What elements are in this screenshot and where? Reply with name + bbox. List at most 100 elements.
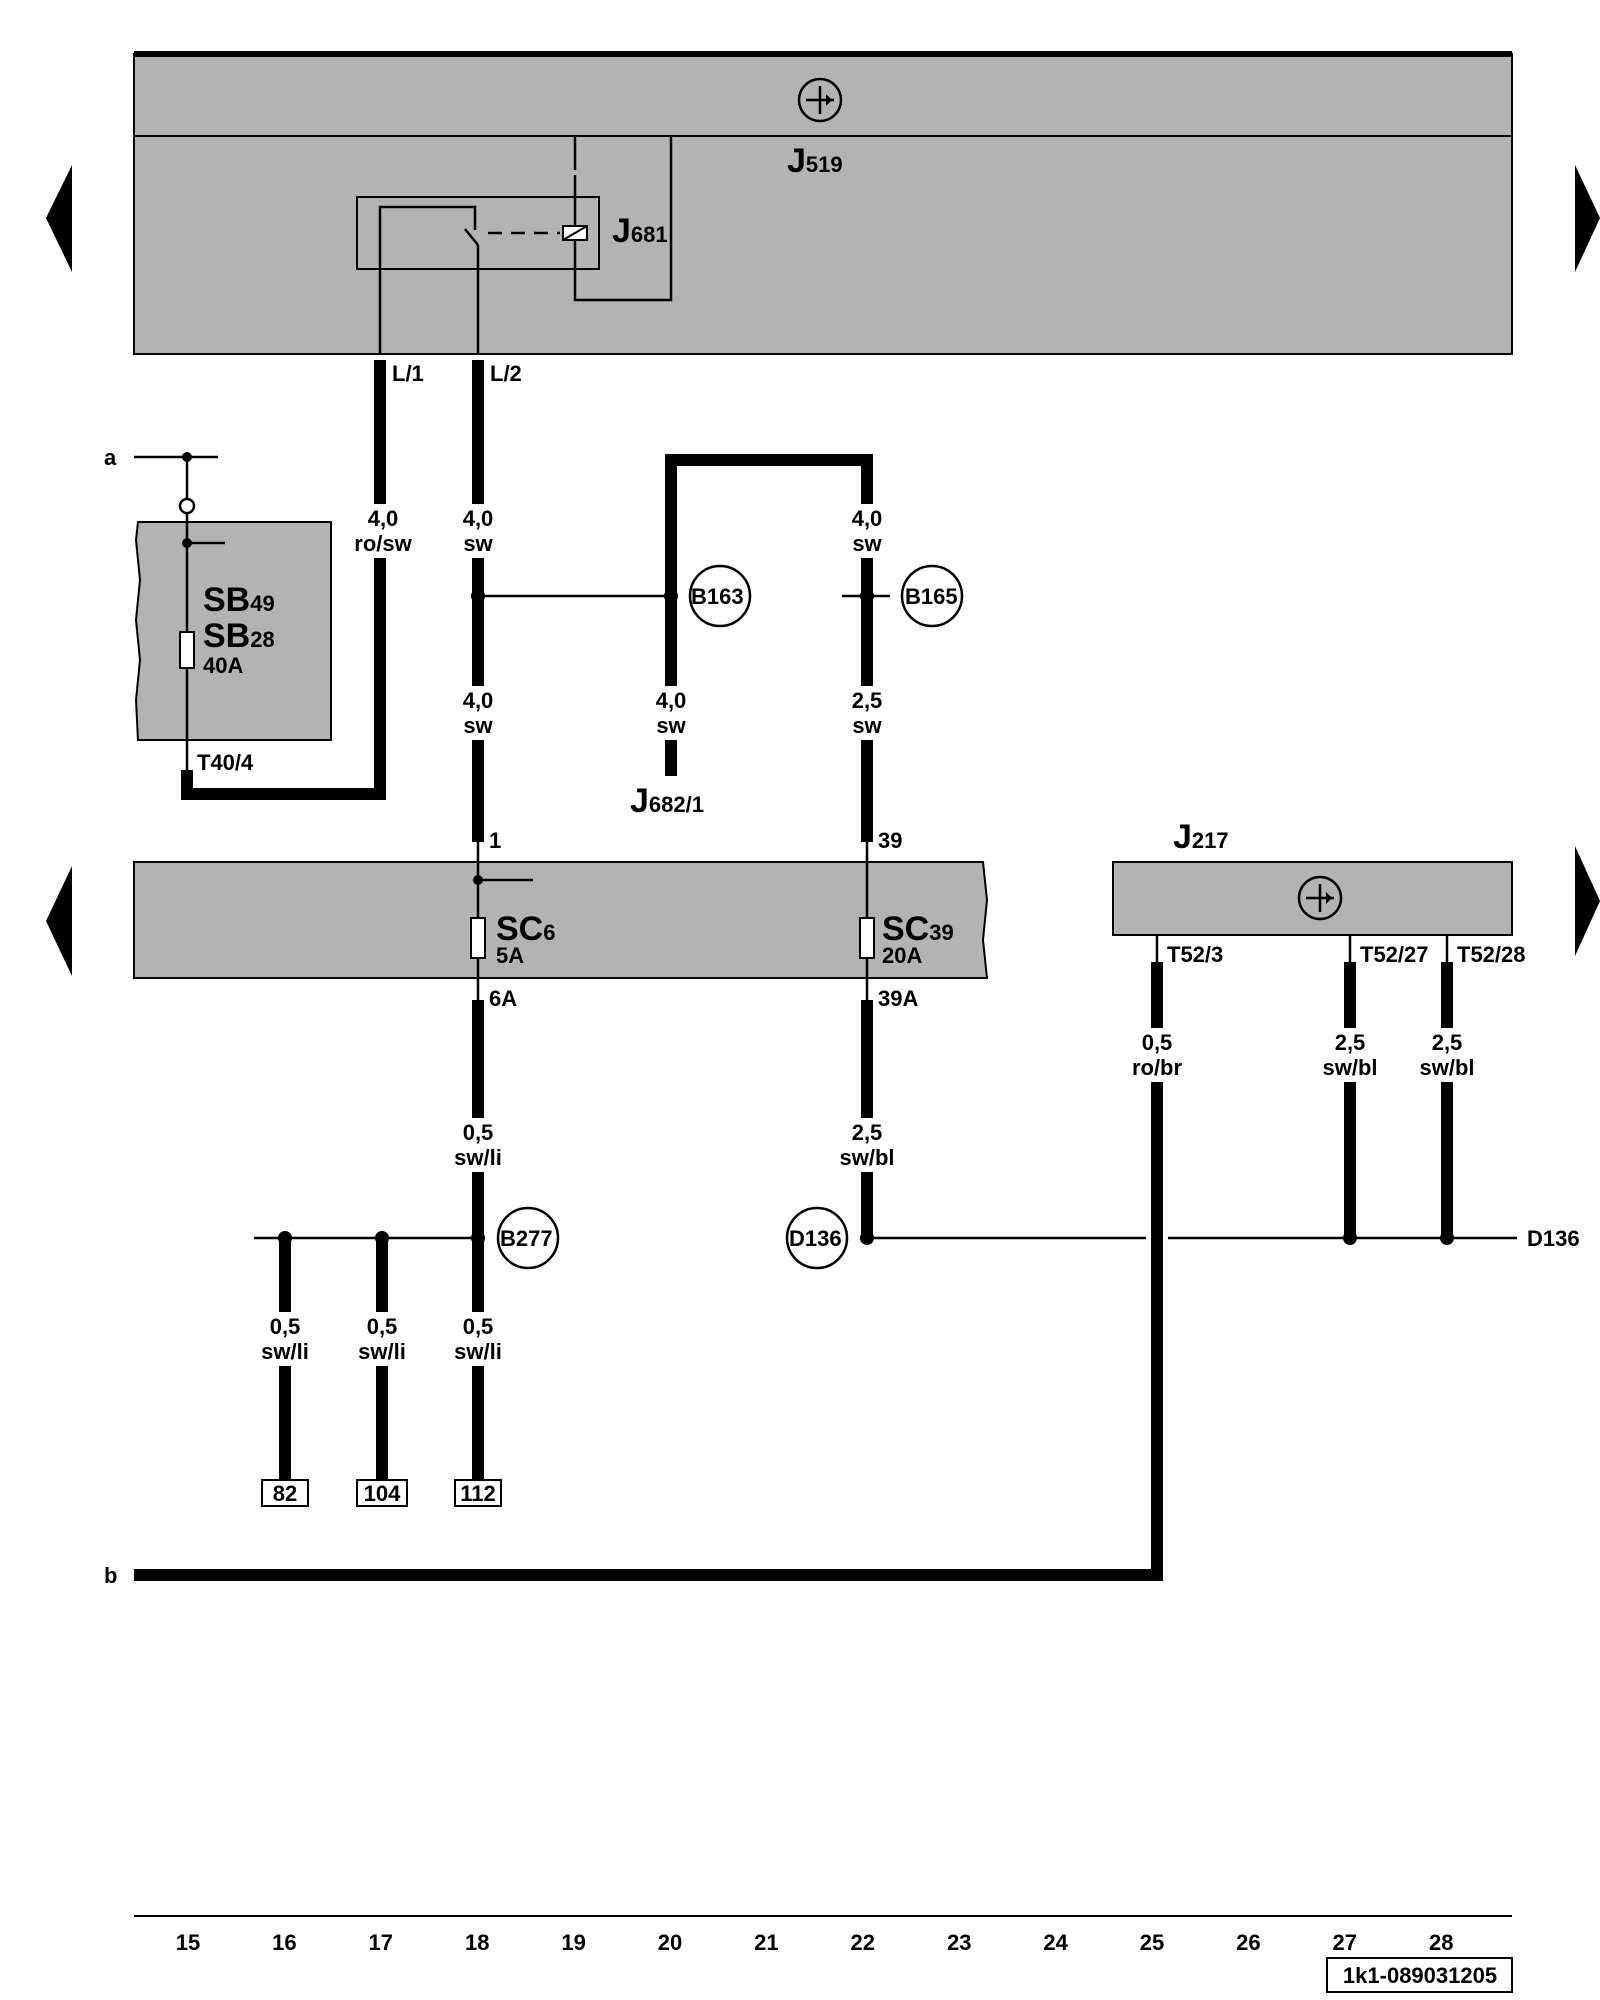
j681-label: J681	[612, 212, 668, 250]
svg-text:4,0: 4,0	[463, 506, 494, 531]
connector-l2: L/2	[490, 361, 522, 386]
ref-box-104	[356, 1479, 408, 1507]
junction-b277-label: B277	[500, 1226, 553, 1251]
grid-number-23: 23	[947, 1930, 971, 1955]
svg-text:sw/li: sw/li	[454, 1145, 502, 1170]
svg-text:sw/bl: sw/bl	[839, 1145, 894, 1170]
grid-number-15: 15	[176, 1930, 200, 1955]
grid-number-19: 19	[561, 1930, 585, 1955]
sc39-rating: 20A	[882, 943, 922, 968]
sc6-label: SC6	[496, 910, 555, 948]
grid-number-18: 18	[465, 1930, 489, 1955]
svg-text:ro/br: ro/br	[1132, 1055, 1183, 1080]
junction-d136	[785, 1206, 849, 1270]
svg-text:2,5: 2,5	[1335, 1030, 1366, 1055]
svg-text:sw/bl: sw/bl	[1322, 1055, 1377, 1080]
svg-text:4,0: 4,0	[368, 506, 399, 531]
svg-text:sw: sw	[852, 713, 882, 738]
grid-number-27: 27	[1333, 1930, 1357, 1955]
svg-text:2,5: 2,5	[1432, 1030, 1463, 1055]
junction-b165	[900, 564, 964, 628]
grid-number-16: 16	[272, 1930, 296, 1955]
junction-b277	[496, 1206, 560, 1270]
sb49-label: SB49	[203, 581, 275, 619]
svg-text:sw: sw	[656, 713, 686, 738]
svg-text:ro/sw: ro/sw	[354, 531, 412, 556]
svg-text:sw/li: sw/li	[358, 1339, 406, 1364]
svg-text:sw: sw	[463, 531, 493, 556]
offpage-a: a	[104, 445, 117, 470]
doc-code: 1k1-089031205	[1343, 1963, 1497, 1988]
svg-text:4,0: 4,0	[852, 506, 883, 531]
wire-ro-sw	[181, 360, 386, 800]
connector-l1: L/1	[392, 361, 424, 386]
wire-label-group: 4,0 ro/sw 4,0 sw 4,0 sw 4,0 sw 4,0 sw 2,…	[346, 504, 897, 740]
sc39-label: SC39	[882, 910, 954, 948]
doc-code-box	[1326, 1957, 1513, 1993]
electronic-symbol-icon	[797, 77, 843, 123]
grid-number-20: 20	[658, 1930, 682, 1955]
fuse-sc6-icon	[470, 917, 486, 959]
j682-label: J682/1	[630, 782, 704, 820]
svg-text:0,5: 0,5	[463, 1120, 494, 1145]
ref-82: 82	[273, 1481, 297, 1506]
junction-b163-label: B163	[691, 584, 744, 609]
connector-t40-4: T40/4	[197, 750, 254, 775]
offpage-b: b	[104, 1563, 117, 1588]
sb28-label: SB28	[203, 617, 275, 655]
j519-panel	[133, 53, 1513, 355]
electronic-symbol-icon	[1297, 875, 1343, 921]
offpage-d136: D136	[1527, 1226, 1580, 1251]
next-page-arrow-icon[interactable]	[1575, 165, 1600, 272]
junction-b165-label: B165	[905, 584, 958, 609]
junction-d136-label: D136	[789, 1226, 842, 1251]
sb28-rating: 40A	[203, 653, 243, 678]
svg-text:4,0: 4,0	[656, 688, 687, 713]
sc-fuse-panel	[133, 861, 989, 979]
svg-text:sw/li: sw/li	[261, 1339, 309, 1364]
sc6-rating: 5A	[496, 943, 524, 968]
svg-text:0,5: 0,5	[367, 1314, 398, 1339]
junction-b163	[688, 564, 752, 628]
grid-number-28: 28	[1429, 1930, 1453, 1955]
fuse-sc39-icon	[859, 917, 875, 959]
svg-text:0,5: 0,5	[270, 1314, 301, 1339]
connector-t52-3: T52/3	[1167, 942, 1223, 967]
connector-39: 39	[878, 828, 902, 853]
j217-label: J217	[1173, 818, 1229, 856]
connector-t52-27: T52/27	[1360, 942, 1429, 967]
connector-6a: 6A	[489, 986, 517, 1011]
prev-page-arrow-icon[interactable]	[46, 165, 72, 272]
svg-text:2,5: 2,5	[852, 1120, 883, 1145]
connector-t52-28: T52/28	[1457, 942, 1526, 967]
grid-number-24: 24	[1043, 1930, 1068, 1955]
connector-39a: 39A	[878, 986, 918, 1011]
ref-box-112	[454, 1479, 502, 1507]
j519-label: J519	[787, 142, 843, 180]
wire-ro-br	[134, 962, 1163, 1581]
svg-text:0,5: 0,5	[1142, 1030, 1173, 1055]
ref-box-82	[261, 1479, 309, 1507]
connector-1: 1	[489, 828, 501, 853]
svg-text:sw: sw	[463, 713, 493, 738]
svg-text:sw/li: sw/li	[454, 1339, 502, 1364]
grid-number-22: 22	[851, 1930, 875, 1955]
grid-number-26: 26	[1236, 1930, 1260, 1955]
svg-text:2,5: 2,5	[852, 688, 883, 713]
wire-label-group-lower: 0,5 sw/li 2,5 sw/bl 0,5 ro/br 2,5 sw/bl …	[252, 1028, 1482, 1366]
next-page-arrow-icon-lower[interactable]	[1575, 846, 1600, 956]
ref-112: 112	[460, 1481, 496, 1506]
svg-text:sw/bl: sw/bl	[1419, 1055, 1474, 1080]
grid-number-row: 15 16 17 18 19 20 21 22 23 24 25 26 27 28	[176, 1930, 1454, 1955]
svg-text:4,0: 4,0	[463, 688, 494, 713]
grid-number-17: 17	[369, 1930, 393, 1955]
sb-fuse-panel	[134, 521, 332, 741]
svg-text:0,5: 0,5	[463, 1314, 494, 1339]
wire-b163-b165-loop	[665, 454, 873, 842]
prev-page-arrow-icon-lower[interactable]	[46, 866, 72, 976]
svg-text:sw: sw	[852, 531, 882, 556]
grid-number-25: 25	[1140, 1930, 1164, 1955]
fuse-sb28-icon	[179, 631, 195, 669]
grid-number-21: 21	[754, 1930, 778, 1955]
